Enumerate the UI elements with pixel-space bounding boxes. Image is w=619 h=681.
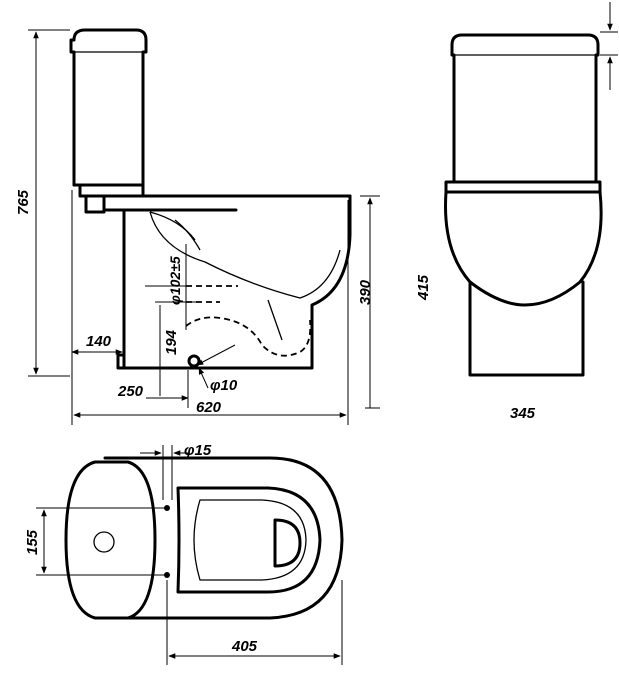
top-fixing-hole-upper [164,505,170,511]
dim-hole-spacing: 155 [24,529,41,555]
side-bowl [102,194,352,370]
side-view [69,28,352,370]
dim-tank-depth: 140 [86,333,112,350]
dim-outlet-height: 194 [163,329,180,355]
dim-hole-diameter: φ15 [184,442,212,459]
dim-outlet-distance: 250 [117,383,144,400]
front-bowl [444,190,603,307]
dim-overall-length: 620 [196,399,222,416]
dim-flange-offset: φ102±5 [167,256,183,305]
top-cistern-button [93,531,115,553]
top-view-dimensions: φ15 155 405 [24,442,343,665]
side-cistern [69,28,148,187]
dim-overall-height: 765 [15,189,32,215]
front-cistern [450,33,600,184]
top-flush-outlet [273,518,302,568]
dim-overall-width: 345 [510,405,536,422]
top-bowl-outer [103,456,344,620]
dim-fixing-hole: φ10 [210,377,238,394]
top-cistern [64,460,157,620]
top-view [64,456,344,620]
dim-bowl-height: 390 [357,279,374,305]
front-view-dimensions: 415 345 [415,2,618,422]
side-view-dimensions: 765 140 194 φ102±5 250 φ10 620 390 [15,29,380,425]
front-view [444,33,603,377]
top-fixing-hole-lower [164,572,170,578]
dim-seat-height: 415 [415,274,432,301]
dim-bowl-length: 405 [231,638,258,655]
